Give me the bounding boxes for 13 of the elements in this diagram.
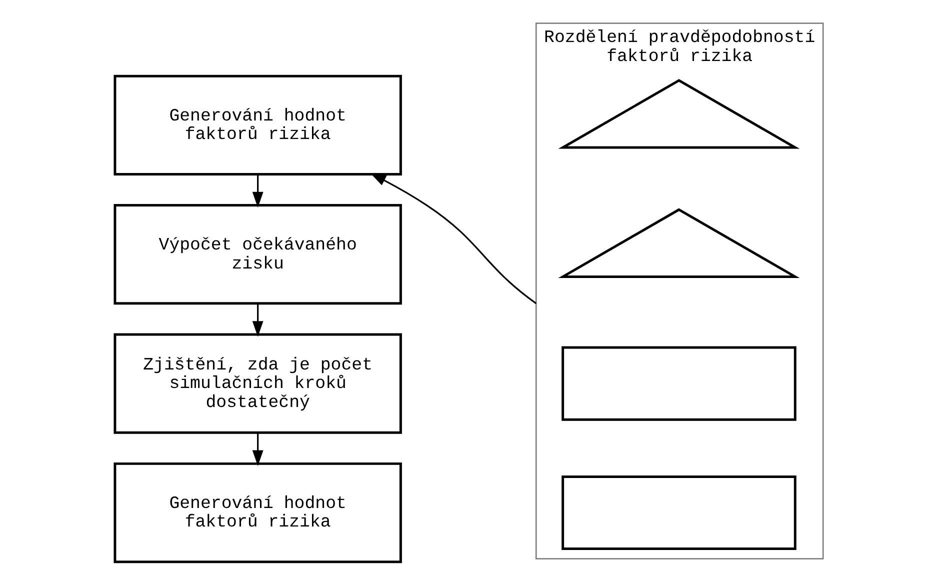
node-triangle	[558, 79, 800, 149]
node-box: Generování hodnot faktorů rizika	[114, 462, 402, 564]
node-box	[562, 346, 796, 421]
arrow	[252, 432, 264, 466]
arrow	[252, 304, 264, 337]
arrow	[252, 174, 264, 208]
node-box	[562, 475, 796, 550]
node-box: Zjištění, zda je počet simulačních kroků dostatečný	[114, 333, 402, 434]
node-triangle	[558, 208, 800, 278]
node-box: Generování hodnot faktorů rizika	[114, 74, 402, 176]
arrow	[370, 173, 537, 304]
cluster: Rozdělení pravděpodobností faktorů rizika	[536, 22, 824, 560]
node-box: Výpočet očekávaného zisku	[114, 204, 402, 305]
